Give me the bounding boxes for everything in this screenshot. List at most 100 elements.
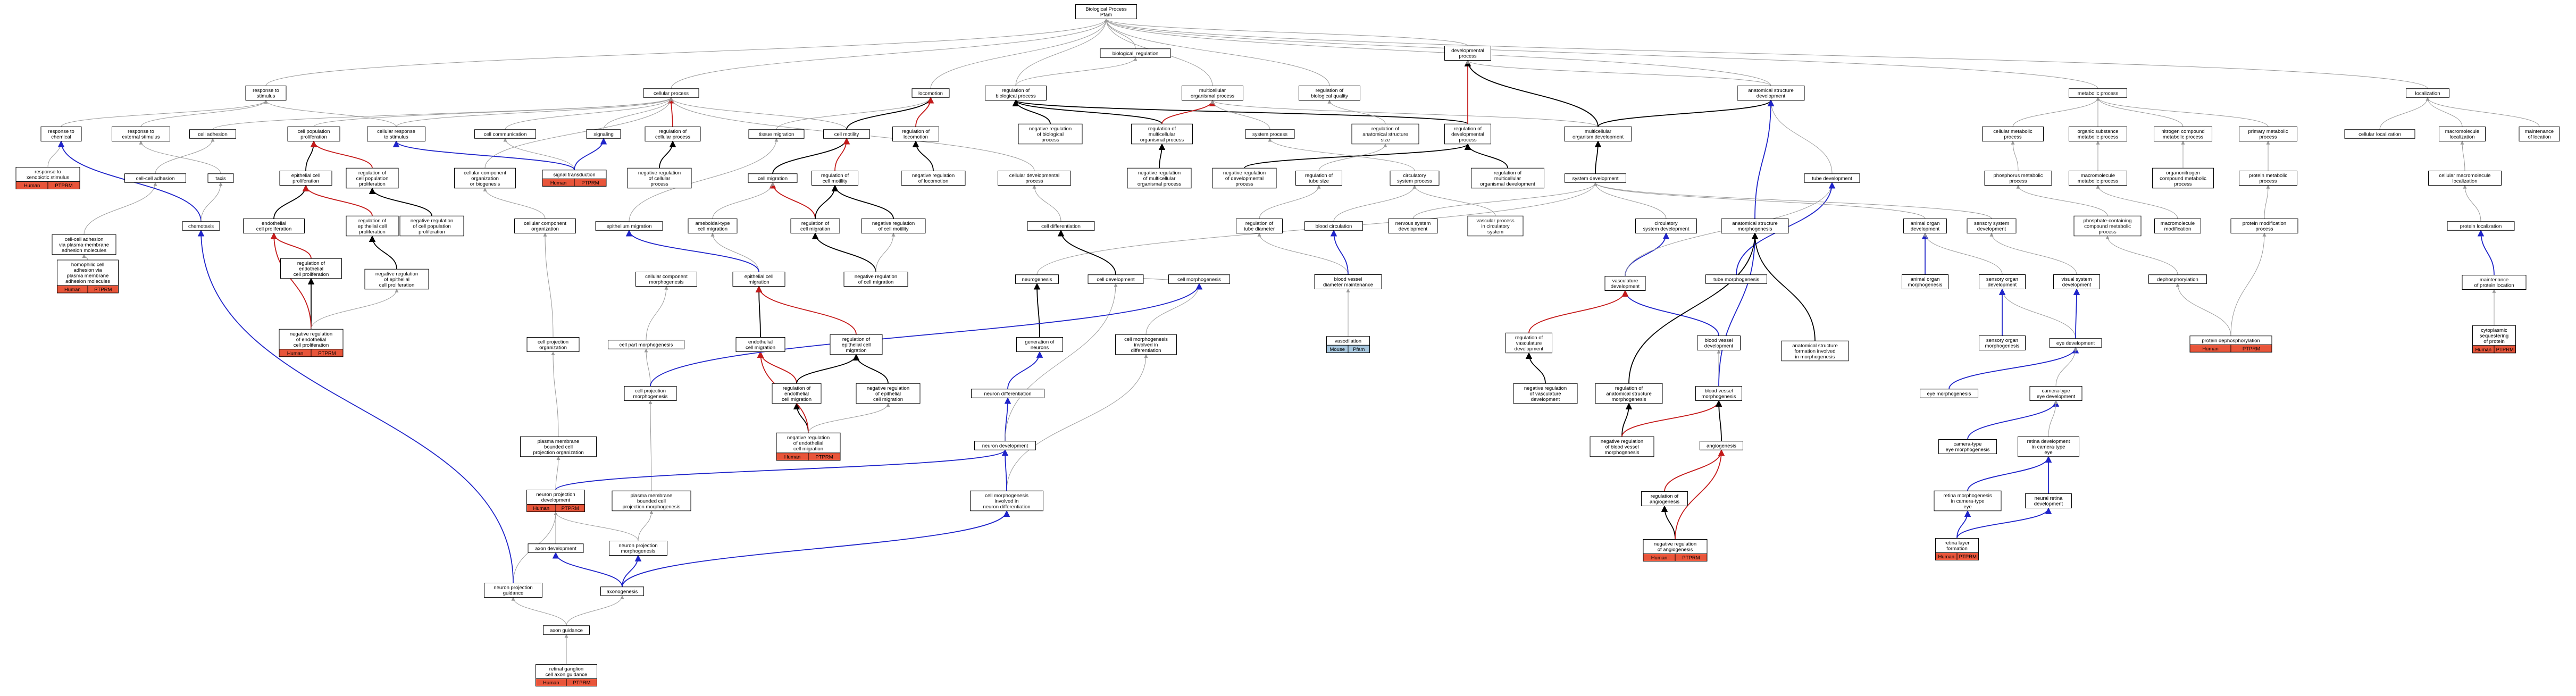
go-term-node[interactable]: cell motility	[823, 129, 870, 139]
go-term-node[interactable]: neuron differentiation	[971, 389, 1044, 398]
go-term-node[interactable]: cell adhesion	[189, 129, 236, 139]
go-term-node[interactable]: cellular process	[643, 88, 699, 98]
go-term-node[interactable]: blood circulation	[1304, 221, 1363, 231]
go-term-node[interactable]: axon development	[528, 543, 584, 553]
go-term-node[interactable]: eye development	[2049, 338, 2102, 348]
go-term-node[interactable]: cell part morphogenesis	[608, 340, 684, 349]
go-term-node[interactable]: axon guidance	[543, 625, 590, 635]
go-term-node[interactable]: metabolic process	[2069, 88, 2127, 98]
go-term-node[interactable]: cell migration	[748, 173, 798, 183]
go-term-node[interactable]: tube development	[1804, 173, 1860, 183]
go-term-node[interactable]: cell development	[1088, 274, 1144, 284]
go-term-node[interactable]: biological_regulation	[1100, 48, 1171, 58]
go-term-node[interactable]: cell-cell adhesion	[124, 173, 186, 183]
go-term-node[interactable]: locomotion	[911, 88, 950, 98]
go-term-node[interactable]: eye morphogenesis	[1920, 389, 1978, 398]
go-term-node[interactable]: neurogenesis	[1015, 274, 1059, 284]
go-term-node[interactable]: system process	[1245, 129, 1295, 139]
go-term-node[interactable]: cellular localization	[2344, 129, 2415, 139]
go-term-node[interactable]: tissue migration	[748, 129, 805, 139]
go-term-node[interactable]: signaling	[586, 129, 621, 139]
go-term-node[interactable]: cell communication	[474, 129, 536, 139]
go-term-node[interactable]: dephosphorylation	[2148, 274, 2207, 284]
go-term-node[interactable]: angiogenesis	[1700, 441, 1743, 450]
